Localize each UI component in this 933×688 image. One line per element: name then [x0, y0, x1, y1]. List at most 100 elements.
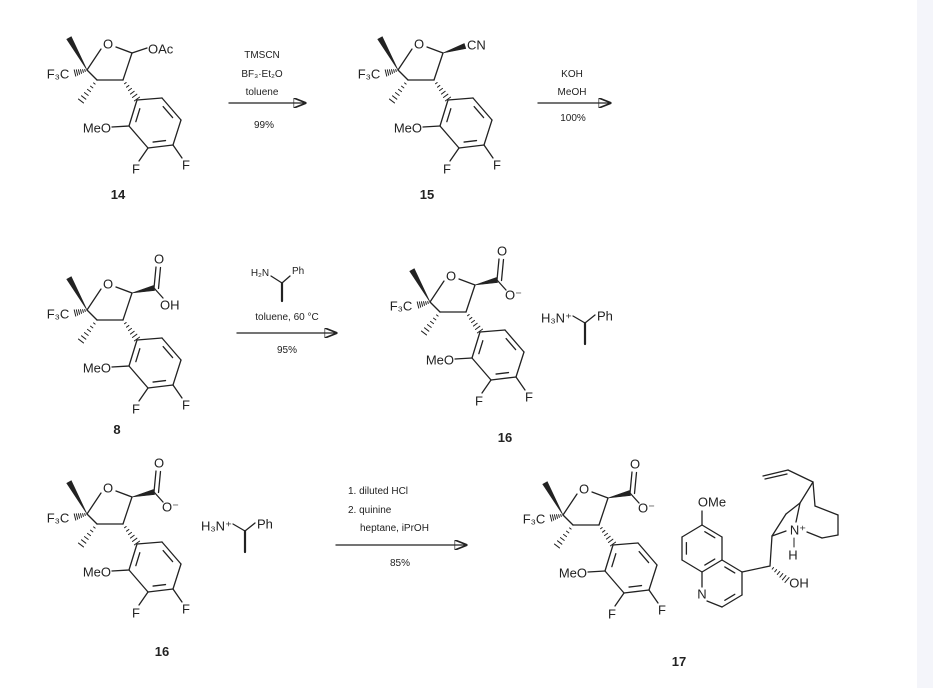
bond — [90, 529, 94, 533]
yield: 100% — [560, 113, 586, 124]
bond — [152, 139, 167, 143]
fluorine-label: F — [493, 158, 501, 173]
bond — [812, 481, 816, 507]
bond — [153, 266, 157, 289]
fluorine-label: F — [132, 402, 140, 417]
fluorine-label: F — [132, 606, 140, 621]
bond — [562, 514, 574, 526]
bond — [776, 571, 781, 575]
wedge-bond — [409, 268, 431, 303]
bond — [127, 87, 133, 92]
bond — [83, 536, 89, 540]
bond — [138, 147, 149, 162]
bond — [86, 492, 102, 515]
bond — [75, 513, 79, 520]
bond — [442, 93, 449, 98]
bond — [75, 309, 79, 316]
bond — [138, 387, 149, 402]
phenyl-label: Ph — [597, 309, 613, 324]
bond — [404, 82, 407, 85]
bond — [384, 69, 388, 77]
bond — [136, 97, 163, 101]
bond — [566, 530, 570, 534]
fluorine-label: F — [608, 607, 616, 622]
bond — [706, 600, 723, 608]
bond — [153, 470, 157, 493]
methoxy-label: MeO — [394, 121, 422, 136]
bond — [172, 563, 182, 590]
bond — [131, 537, 138, 542]
bond — [609, 541, 617, 547]
bond — [604, 570, 625, 594]
nitrile-label: CN — [467, 38, 486, 53]
bond — [83, 92, 89, 96]
wedge-bond — [442, 43, 467, 54]
ammonium-label: H₃N⁺ — [201, 519, 232, 534]
ammonium-label: H₃N⁺ — [541, 311, 572, 326]
bond — [77, 98, 85, 104]
bond — [86, 69, 98, 81]
bond — [463, 139, 478, 143]
bond — [562, 493, 578, 516]
bond — [172, 144, 183, 159]
bond — [128, 543, 138, 571]
bond — [701, 524, 723, 538]
reagent-meoh: MeOH — [558, 87, 587, 98]
bond — [771, 530, 787, 537]
bond — [80, 513, 82, 518]
bond — [587, 570, 606, 573]
phenethylammonium-cation: H₃N⁺ Ph — [541, 309, 613, 346]
bond — [549, 514, 553, 522]
bond — [416, 301, 420, 309]
bond — [82, 309, 84, 313]
methoxy-label: OMe — [698, 495, 726, 510]
bond — [591, 491, 609, 499]
bond — [481, 379, 492, 394]
compound-label-17: 17 — [672, 654, 686, 669]
bond — [771, 567, 774, 570]
bond — [479, 329, 506, 333]
ring-oxygen: O — [103, 277, 113, 292]
bond — [572, 315, 586, 324]
bond — [82, 69, 84, 73]
bond — [133, 336, 141, 342]
bond — [147, 384, 174, 389]
step2-conditions: KOH MeOH 100% — [537, 69, 610, 124]
reagent-solvent: heptane, iPrOH — [360, 523, 429, 534]
compound-label-15: 15 — [420, 187, 434, 202]
bond — [122, 496, 133, 525]
ring-oxygen: O — [103, 37, 113, 52]
bond — [270, 275, 283, 284]
bond — [439, 99, 449, 127]
bond — [397, 88, 403, 93]
bond — [721, 594, 743, 608]
bond — [472, 97, 493, 121]
bond — [136, 541, 163, 545]
bond — [553, 543, 561, 549]
bond — [468, 316, 473, 320]
bond — [86, 309, 98, 321]
quaternary-nitrogen: N⁺ — [790, 523, 806, 538]
bond — [605, 535, 611, 540]
hydroxyl-label: OH — [160, 298, 180, 313]
bond — [420, 301, 424, 307]
bond — [426, 46, 444, 54]
wedge-bond — [377, 36, 399, 71]
bond — [128, 365, 149, 389]
bond — [161, 97, 182, 121]
bond — [784, 577, 790, 583]
trifluoromethyl-label: F₃C — [47, 307, 70, 322]
bond — [393, 69, 395, 73]
bond — [147, 588, 174, 593]
bond — [781, 575, 787, 581]
reagent-koh: KOH — [561, 69, 583, 80]
hydroxyl-label: OH — [789, 576, 809, 591]
bond — [771, 513, 787, 537]
bond — [637, 542, 658, 566]
bond — [471, 331, 481, 359]
bond — [741, 565, 771, 573]
carbonyl-oxygen: O — [154, 456, 164, 471]
bond — [429, 280, 445, 303]
